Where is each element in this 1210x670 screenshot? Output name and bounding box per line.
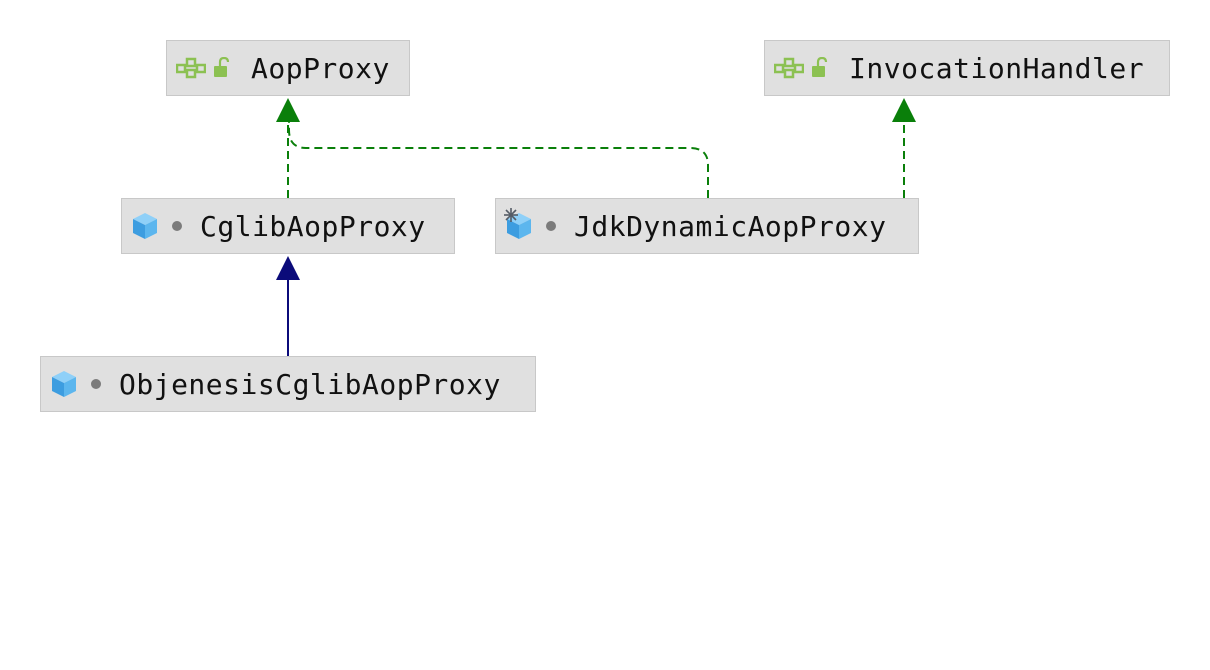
node-label: AopProxy (251, 51, 390, 85)
package-dot-icon (546, 221, 556, 231)
class-icon (132, 212, 158, 240)
node-aop-proxy[interactable]: AopProxy (166, 40, 410, 96)
node-invocation-handler[interactable]: InvocationHandler (764, 40, 1170, 96)
edge-jdk-implements-aopproxy (288, 122, 709, 198)
node-label: ObjenesisCglibAopProxy (119, 367, 501, 401)
node-objenesis-cglib-aop-proxy[interactable]: ObjenesisCglibAopProxy (40, 356, 536, 412)
interface-icon (176, 57, 206, 79)
class-icon (51, 370, 77, 398)
final-class-icon (504, 208, 532, 240)
package-dot-icon (91, 379, 101, 389)
node-label: CglibAopProxy (200, 209, 426, 243)
node-cglib-aop-proxy[interactable]: CglibAopProxy (121, 198, 455, 254)
node-jdk-dynamic-aop-proxy[interactable]: JdkDynamicAopProxy (495, 198, 919, 254)
package-dot-icon (172, 221, 182, 231)
arrowhead-invocationhandler (892, 98, 916, 122)
final-marker-icon (504, 208, 518, 222)
interface-icon (774, 57, 804, 79)
arrowhead-aopproxy (276, 98, 300, 122)
arrowhead-cglib (276, 256, 300, 280)
open-lock-icon (811, 57, 831, 79)
node-label: JdkDynamicAopProxy (574, 209, 887, 243)
open-lock-icon (213, 57, 233, 79)
node-label: InvocationHandler (849, 51, 1145, 85)
